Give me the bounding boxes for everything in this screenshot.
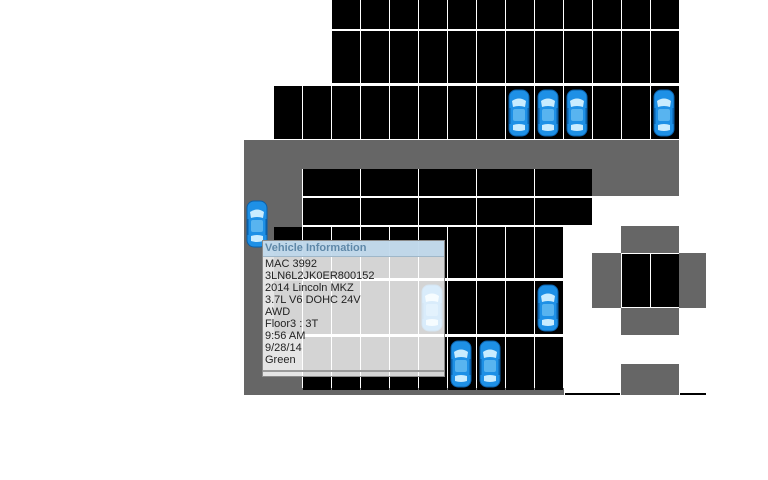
vehicle-color: Green: [265, 354, 296, 366]
parking-space[interactable]: [506, 281, 534, 334]
parking-space[interactable]: [448, 31, 476, 83]
parking-space[interactable]: [448, 227, 476, 278]
popup-title: Vehicle Information: [263, 241, 444, 257]
parking-space[interactable]: [535, 169, 592, 196]
parking-space[interactable]: [332, 86, 360, 139]
parking-space[interactable]: [419, 198, 476, 225]
parking-space[interactable]: [477, 31, 505, 83]
parking-space[interactable]: [535, 337, 563, 390]
vin-number: 3LN6L2JK0ER800152: [265, 270, 375, 282]
parking-space[interactable]: [622, 0, 650, 29]
parking-space[interactable]: [390, 86, 418, 139]
parking-space[interactable]: [419, 0, 447, 29]
parking-space[interactable]: [361, 169, 418, 196]
parking-space[interactable]: [651, 0, 679, 29]
parking-space[interactable]: [535, 198, 592, 225]
car-icon[interactable]: [537, 283, 559, 333]
driveway: [592, 169, 679, 196]
parking-space[interactable]: [535, 0, 563, 29]
popup-divider: [263, 370, 444, 372]
parking-space[interactable]: [390, 31, 418, 83]
parking-space[interactable]: [303, 198, 360, 225]
parking-space[interactable]: [332, 31, 360, 83]
parking-space[interactable]: [303, 169, 360, 196]
parked-date: 9/28/14: [265, 342, 302, 354]
parking-space[interactable]: [593, 31, 621, 83]
parking-space[interactable]: [593, 86, 621, 139]
driveway: [244, 388, 564, 395]
parking-space[interactable]: [332, 0, 360, 29]
parking-space[interactable]: [506, 31, 534, 83]
parking-space[interactable]: [448, 0, 476, 29]
drivetrain: AWD: [265, 306, 291, 318]
parking-space[interactable]: [477, 281, 505, 334]
driveway: [592, 253, 621, 308]
car-icon[interactable]: [246, 199, 268, 249]
parking-space[interactable]: [274, 86, 302, 139]
parking-space[interactable]: [506, 0, 534, 29]
driveway: [621, 364, 679, 395]
parking-space[interactable]: [477, 86, 505, 139]
parking-space[interactable]: [506, 337, 534, 390]
parking-space[interactable]: [477, 0, 505, 29]
parking-space[interactable]: [564, 0, 592, 29]
driveway: [621, 226, 679, 253]
parking-line: [565, 393, 620, 395]
stock-number: MAC 3992: [265, 258, 317, 270]
car-icon[interactable]: [450, 339, 472, 389]
parking-space[interactable]: [361, 198, 418, 225]
parking-space[interactable]: [419, 31, 447, 83]
driveway: [244, 140, 679, 169]
parking-space[interactable]: [361, 31, 389, 83]
engine: 3.7L V6 DOHC 24V: [265, 294, 361, 306]
parking-space[interactable]: [448, 86, 476, 139]
parking-space[interactable]: [506, 227, 534, 278]
car-icon[interactable]: [479, 339, 501, 389]
vehicle-model: 2014 Lincoln MKZ: [265, 282, 354, 294]
parking-space[interactable]: [448, 281, 476, 334]
parking-location: Floor3 : 3T: [265, 318, 319, 330]
parking-space[interactable]: [622, 86, 650, 139]
parking-space[interactable]: [622, 254, 650, 307]
parking-space[interactable]: [622, 31, 650, 83]
parking-space[interactable]: [535, 31, 563, 83]
car-icon[interactable]: [653, 88, 675, 138]
car-icon[interactable]: [537, 88, 559, 138]
driveway: [679, 253, 706, 308]
parking-space[interactable]: [477, 198, 534, 225]
parking-space[interactable]: [477, 169, 534, 196]
parking-line: [680, 393, 706, 395]
parking-space[interactable]: [564, 31, 592, 83]
parking-space[interactable]: [419, 169, 476, 196]
parking-space[interactable]: [361, 0, 389, 29]
parking-space[interactable]: [593, 0, 621, 29]
parked-time: 9:56 AM: [265, 330, 306, 342]
driveway: [621, 308, 679, 335]
parking-space[interactable]: [477, 227, 505, 278]
car-icon[interactable]: [566, 88, 588, 138]
vehicle-info-popup: Vehicle Information MAC 3992 3LN6L2JK0ER…: [262, 240, 445, 377]
parking-space[interactable]: [651, 254, 679, 307]
parking-space[interactable]: [419, 86, 447, 139]
parking-space[interactable]: [361, 86, 389, 139]
car-icon[interactable]: [508, 88, 530, 138]
parking-space[interactable]: [390, 0, 418, 29]
parking-space[interactable]: [303, 86, 331, 139]
parking-space[interactable]: [535, 227, 563, 278]
parking-space[interactable]: [651, 31, 679, 83]
